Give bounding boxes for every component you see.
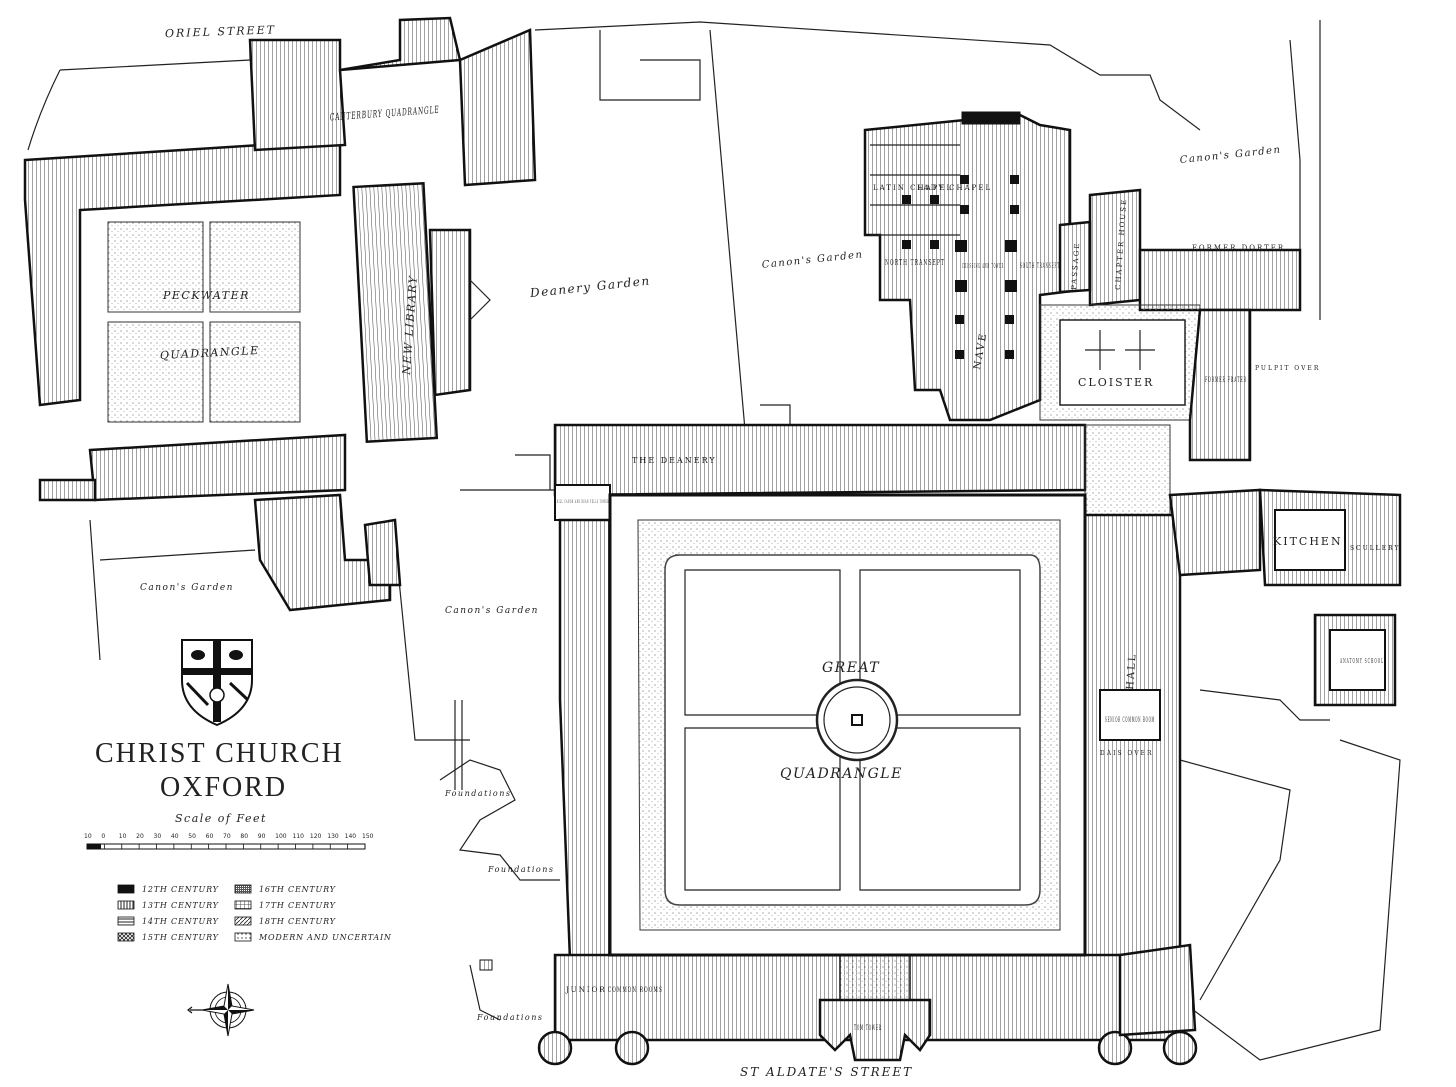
cloister bbox=[1039, 304, 1252, 462]
label-senior-common-room: SENIOR COMMON ROOM bbox=[1105, 716, 1155, 724]
legend-label: 14TH CENTURY bbox=[142, 917, 219, 926]
label-lady-chapel: LADY CHAPEL bbox=[917, 184, 992, 192]
scale-tick-label: 120 bbox=[310, 833, 322, 840]
scale-tick-label: 30 bbox=[154, 833, 162, 840]
label-common-rooms: COMMON ROOMS bbox=[608, 986, 663, 994]
great-quadrangle bbox=[608, 493, 1087, 957]
label-quadrangle: QUADRANGLE bbox=[780, 766, 903, 782]
site-boundaries bbox=[27, 20, 1401, 1061]
scale-tick-label: 110 bbox=[293, 833, 305, 840]
peckwater-buildings bbox=[23, 138, 402, 612]
legend-swatch bbox=[234, 916, 252, 926]
label-tom-tower: TOM TOWER bbox=[854, 1024, 882, 1032]
label-foundations-2: Foundations bbox=[487, 865, 554, 874]
scale-tick-label: 20 bbox=[136, 833, 144, 840]
street-oriel: ORIEL STREET bbox=[165, 23, 276, 40]
label-latin-chapel: LATIN CHAPEL bbox=[873, 184, 953, 192]
legend-label: 17TH CENTURY bbox=[259, 901, 336, 910]
scale-tick-label: 50 bbox=[188, 833, 196, 840]
legend-label: 18TH CENTURY bbox=[259, 917, 336, 926]
scale-tick-label: 130 bbox=[327, 833, 339, 840]
label-the-deanery: THE DEANERY bbox=[632, 456, 717, 465]
label-foundations-3: Foundations bbox=[476, 1013, 543, 1022]
east-range bbox=[1083, 488, 1262, 962]
scale-tick-label: 90 bbox=[258, 833, 266, 840]
label-south-transept: SOUTH TRANSEPT bbox=[1020, 262, 1060, 270]
label-peckwater-1: PECKWATER bbox=[162, 289, 250, 302]
street-st-aldates: ST ALDATE'S STREET bbox=[740, 1065, 913, 1079]
legend-label: 13TH CENTURY bbox=[142, 901, 219, 910]
legend-label: 15TH CENTURY bbox=[142, 933, 219, 942]
anatomy-school bbox=[1313, 613, 1397, 707]
label-former-frater: FORMER FRATER bbox=[1205, 376, 1247, 384]
label-cloister: CLOISTER bbox=[1078, 376, 1154, 389]
scale-tick-label: 150 bbox=[362, 833, 374, 840]
legend-label: 16TH CENTURY bbox=[259, 885, 336, 894]
label-canterbury: CANTERBURY QUADRANGLE bbox=[330, 105, 440, 124]
scale-label: Scale of Feet bbox=[175, 812, 267, 825]
label-crossing: CROSSING AND TOWER bbox=[962, 263, 1004, 270]
legend-swatch bbox=[117, 916, 135, 926]
period-legend: 12TH CENTURY 13TH CENTURY 14TH CENTURY 15TH… bbox=[117, 884, 392, 942]
kitchen-block bbox=[1258, 488, 1402, 587]
legend-swatch bbox=[234, 932, 252, 942]
legend-swatch bbox=[117, 932, 135, 942]
plan-title-line1: CHRIST CHURCH bbox=[95, 738, 344, 769]
label-hall: HALL bbox=[1125, 652, 1139, 690]
chapter-house-and-dorter bbox=[1058, 188, 1302, 312]
label-kitchen: KITCHEN bbox=[1273, 535, 1343, 548]
scale-tick-label: 100 bbox=[275, 833, 287, 840]
scale-tick-label: 10 bbox=[84, 833, 92, 840]
scale-tick-label: 40 bbox=[171, 833, 179, 840]
plan-title-line2: OXFORD bbox=[160, 772, 287, 803]
legend-swatch bbox=[117, 900, 135, 910]
new-library-building bbox=[352, 182, 491, 443]
label-canons-garden-4: Canon's Garden bbox=[445, 606, 539, 616]
label-scullery: SCULLERY bbox=[1350, 545, 1400, 552]
label-junior: JUNIOR bbox=[565, 986, 607, 994]
legend-swatch bbox=[117, 884, 135, 894]
peckwater-lawns bbox=[107, 221, 301, 423]
label-canons-garden-2: Canon's Garden bbox=[1179, 145, 1282, 167]
legend-swatch bbox=[234, 884, 252, 894]
legend-swatch bbox=[234, 900, 252, 910]
scale-tick-label: 70 bbox=[223, 833, 231, 840]
compass-rose-icon bbox=[187, 983, 255, 1037]
canterbury-buildings bbox=[248, 16, 537, 187]
label-foundations-1: Foundations bbox=[444, 789, 511, 798]
label-deanery-garden: Deanery Garden bbox=[528, 274, 651, 301]
foundations-outlines bbox=[439, 700, 560, 1021]
scale-tick-label: 140 bbox=[345, 833, 357, 840]
scale-tick-label: 80 bbox=[240, 833, 248, 840]
label-canons-garden-3: Canon's Garden bbox=[140, 583, 234, 593]
scale-tick-label: 60 bbox=[206, 833, 214, 840]
scale-tick-label: 10 bbox=[119, 833, 127, 840]
college-crest bbox=[181, 639, 253, 727]
label-great: GREAT bbox=[822, 660, 880, 676]
label-passage: PASSAGE bbox=[1070, 241, 1081, 290]
north-range bbox=[553, 423, 1171, 521]
label-kill-canon: KILL CANON AND DEAN FELLS TOWER bbox=[557, 499, 609, 505]
label-anatomy-school: ANATOMY SCHOOL bbox=[1340, 658, 1384, 665]
legend-label: 12TH CENTURY bbox=[142, 885, 219, 894]
label-canons-garden-1: Canon's Garden bbox=[761, 249, 864, 271]
label-pulpit-over: PULPIT OVER bbox=[1255, 365, 1320, 372]
label-peckwater-2: QUADRANGLE bbox=[160, 344, 260, 362]
south-range bbox=[537, 943, 1198, 1066]
scale-tick-label: 0 bbox=[101, 833, 105, 840]
label-north-transept: NORTH TRANSEPT bbox=[885, 258, 945, 267]
west-range bbox=[558, 518, 612, 962]
scale-segments bbox=[103, 844, 366, 849]
label-dais-over: DAIS OVER bbox=[1100, 750, 1154, 757]
label-former-dorter: FORMER DORTER bbox=[1192, 244, 1285, 252]
legend-label: MODERN AND UNCERTAIN bbox=[258, 933, 392, 942]
